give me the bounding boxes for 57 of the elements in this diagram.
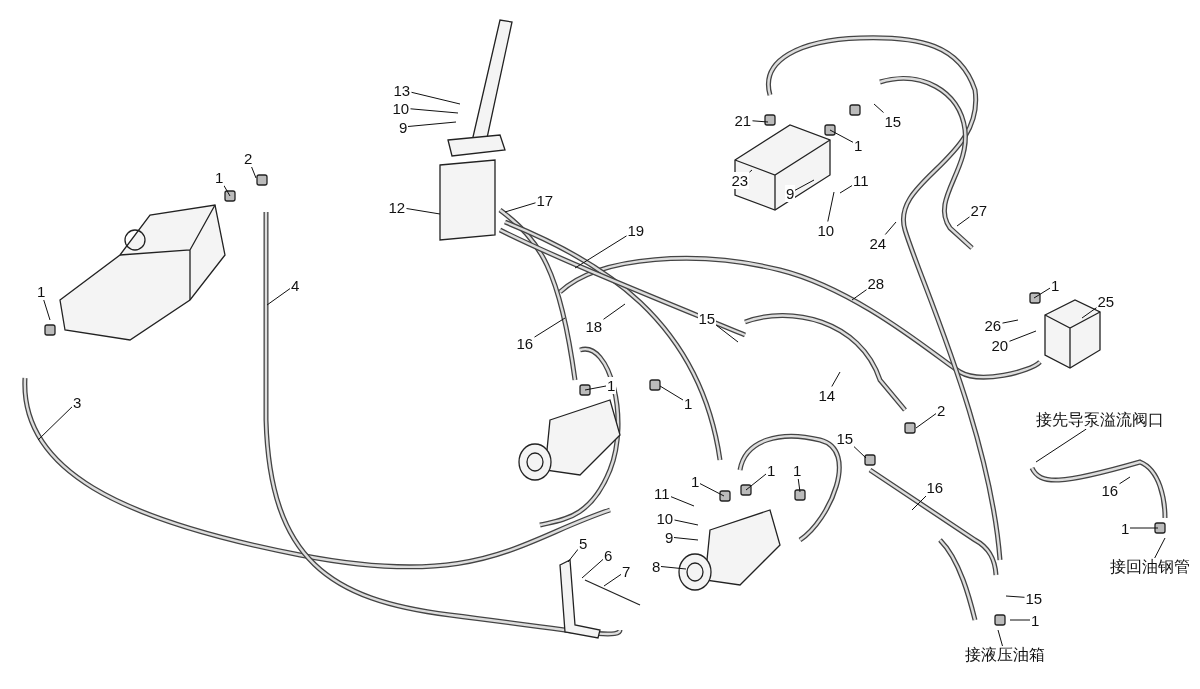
leader-line [37,406,73,441]
leader-line [839,185,853,194]
leader-line [266,288,291,306]
leader-line [873,103,884,113]
note-text: 接回油钢管 [1109,558,1191,576]
leader-line [603,303,626,320]
leader-line [752,120,769,123]
note-text: 接先导泵溢流阀口 [1035,411,1165,429]
leader-line [659,385,684,401]
leader-line [797,478,801,493]
leader-line [567,548,579,563]
leader-line [1119,476,1131,485]
leader-line [406,208,441,215]
leader-line [956,216,970,227]
leader-line [410,108,459,114]
leader-line [43,299,51,321]
leader-line [673,537,699,541]
leader-line [1009,619,1031,621]
leader-line [584,385,607,391]
leader-line [853,446,867,459]
leader-line [884,221,897,235]
leader-line [574,235,627,269]
leader-line [534,317,566,338]
leader-line [749,169,753,173]
leader-line [1005,595,1025,598]
leader-line [407,121,457,127]
note-text: 接液压油箱 [964,646,1046,664]
leader-line [660,566,687,570]
callout-number: 1 [606,376,617,394]
leader-line [1009,330,1037,342]
leader-line [911,495,927,511]
leader-line [411,91,461,105]
leader-line [829,129,854,143]
leader-line [1081,307,1097,319]
leader-line [670,496,695,507]
leader-line [915,413,937,429]
leader-line [794,179,815,191]
callout-number: 23 [730,171,750,189]
leader-line [603,573,622,587]
leader-line [250,166,257,179]
callout-number: 9 [785,184,796,202]
leader-line [223,185,231,197]
leader-line [827,191,835,222]
leader-line [1002,319,1019,324]
leader-line [1035,428,1087,463]
leader-line [997,629,1003,647]
leader-line [581,558,604,579]
leader-line [716,324,739,343]
leader-line [831,371,841,387]
leader-line [1154,537,1166,559]
leader-line [1129,527,1159,529]
leader-line [1033,287,1051,299]
leader-line [674,519,699,526]
leader-line [745,473,767,491]
leader-line [504,202,536,213]
leader-line [851,289,867,301]
leader-line [699,483,725,497]
